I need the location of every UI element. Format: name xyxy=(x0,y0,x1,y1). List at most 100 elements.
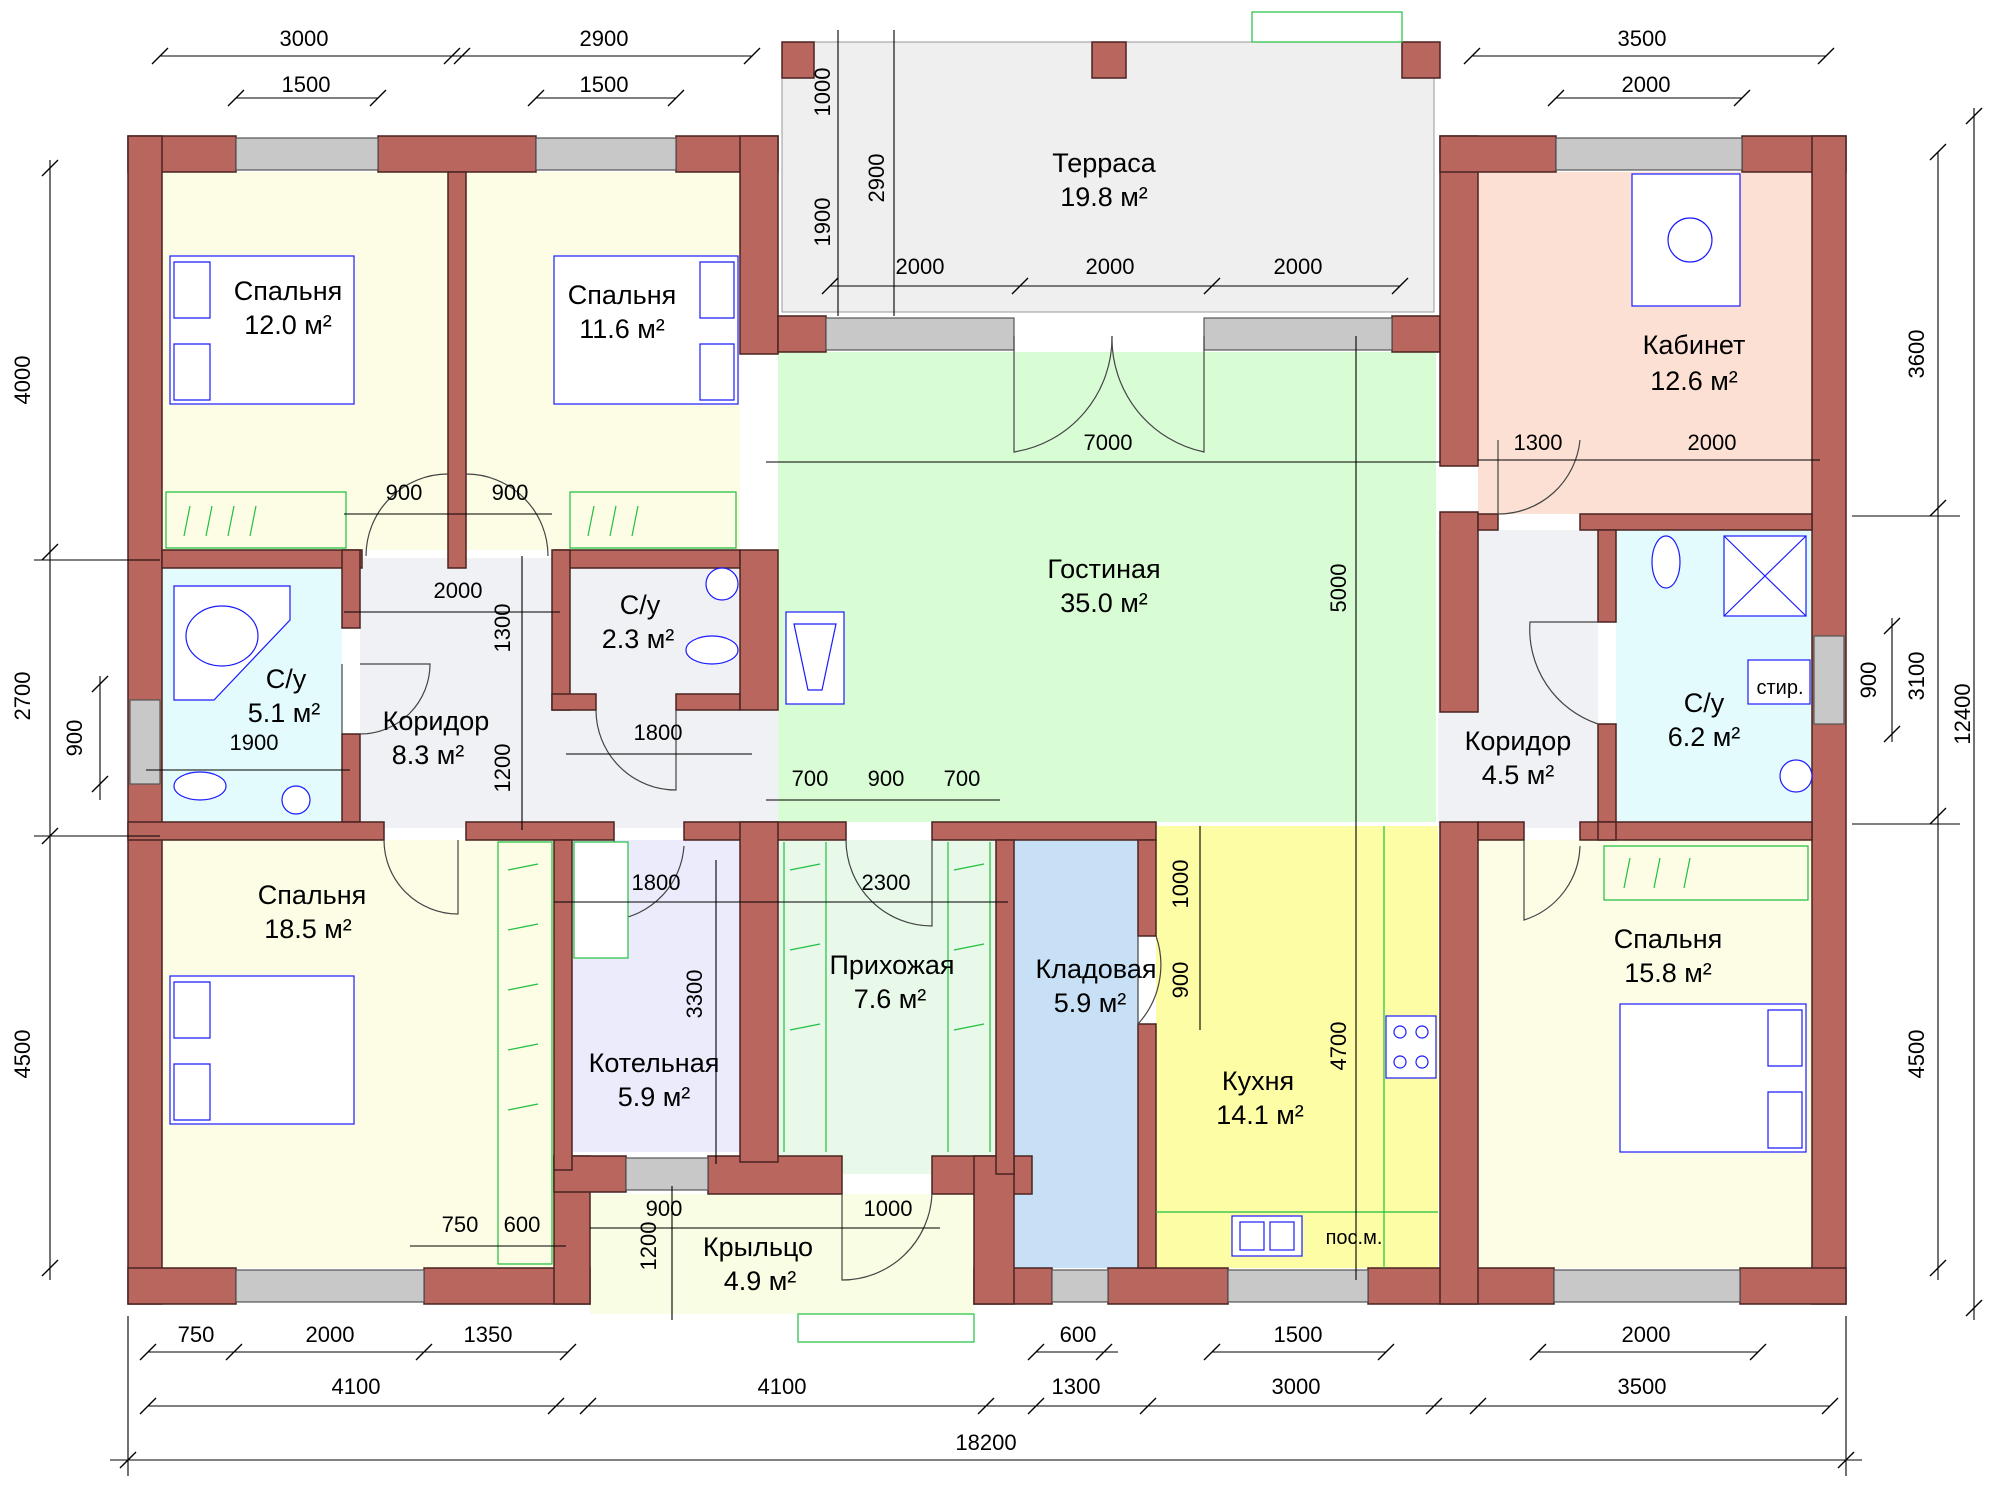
hall-fill xyxy=(778,840,996,1174)
dimension-label: 2000 xyxy=(306,1322,355,1347)
door-swing xyxy=(465,473,549,557)
room-name: Гостиная xyxy=(1047,554,1160,584)
window xyxy=(1051,1269,1109,1303)
room-area: 35.0 м² xyxy=(1060,588,1148,618)
dimension-label: 900 xyxy=(1168,962,1193,999)
wall xyxy=(1401,41,1441,79)
room-name: Спальня xyxy=(258,880,367,910)
wall xyxy=(995,839,1015,1175)
room-area: 5.9 м² xyxy=(618,1082,691,1112)
room-name: Спальня xyxy=(1614,924,1723,954)
dimension-label: 600 xyxy=(504,1212,541,1237)
room-name: Крыльцо xyxy=(703,1232,813,1262)
door-swing xyxy=(1523,840,1581,921)
wall xyxy=(1091,41,1127,79)
dimension-label: 1000 xyxy=(1168,860,1193,909)
room-labels: Терраса 19.8 м² Спальня 12.0 м² Спальня … xyxy=(234,148,1804,1296)
dimension-label: 5000 xyxy=(1326,564,1351,613)
dimension-ticks xyxy=(41,47,1983,1469)
terrace-steps xyxy=(1251,11,1403,43)
dimension-label: 1000 xyxy=(864,1196,913,1221)
dishwasher-label: пос.м. xyxy=(1326,1227,1383,1249)
window xyxy=(1555,137,1743,171)
wardrobe xyxy=(569,491,737,549)
door-swing xyxy=(595,709,677,791)
window xyxy=(625,1157,709,1191)
dimension-label: 2700 xyxy=(10,672,35,721)
washer-icon xyxy=(1747,659,1811,705)
room-area: 5.1 м² xyxy=(248,698,321,728)
wall xyxy=(1739,1267,1847,1305)
dimension-label: 2000 xyxy=(434,578,483,603)
wall xyxy=(781,41,815,79)
room-area: 19.8 м² xyxy=(1060,182,1148,212)
window xyxy=(235,137,379,171)
dimension-label: 4700 xyxy=(1326,1022,1351,1071)
door-swing xyxy=(1111,335,1205,453)
dimension-label: 2000 xyxy=(1622,1322,1671,1347)
dimension-label: 900 xyxy=(1856,662,1881,699)
room-area: 18.5 м² xyxy=(264,914,352,944)
dimension-label: 2900 xyxy=(864,154,889,203)
wardrobe xyxy=(165,491,347,549)
room-name: С/у xyxy=(1684,688,1725,718)
dimension-label: 3500 xyxy=(1618,26,1667,51)
dimension-label: 3500 xyxy=(1618,1374,1667,1399)
room-area: 14.1 м² xyxy=(1216,1100,1304,1130)
doors xyxy=(341,335,1599,1281)
wall xyxy=(1439,135,1479,467)
room-name: Спальня xyxy=(568,280,677,310)
sink-icon xyxy=(281,785,311,815)
wardrobe xyxy=(783,842,827,1152)
door-swing xyxy=(1137,935,1162,1026)
room-area: 8.3 м² xyxy=(392,740,465,770)
door-swing xyxy=(1497,439,1581,515)
room-area: 4.5 м² xyxy=(1482,760,1555,790)
dimension-label: 900 xyxy=(868,766,905,791)
furniture xyxy=(165,11,1813,1343)
room-area: 7.6 м² xyxy=(854,984,927,1014)
door-swing xyxy=(1529,621,1599,725)
room-area: 6.2 м² xyxy=(1668,722,1741,752)
wall xyxy=(739,135,779,355)
window xyxy=(1203,317,1393,351)
dimension-label: 600 xyxy=(1060,1322,1097,1347)
dimension-label: 900 xyxy=(62,720,87,757)
door-swing xyxy=(841,1193,933,1281)
wall xyxy=(377,135,537,173)
kitchen-sink-icon xyxy=(1231,1215,1303,1257)
bed-icon xyxy=(169,255,355,405)
door-swing xyxy=(365,473,449,557)
wall xyxy=(1579,513,1813,531)
wall xyxy=(1597,821,1617,841)
dimension-label: 2000 xyxy=(1086,254,1135,279)
room-name: С/у xyxy=(266,664,307,694)
shower-icon xyxy=(1723,535,1807,617)
dimension-label: 700 xyxy=(944,766,981,791)
stove-icon xyxy=(1385,1015,1437,1079)
dimension-label: 1500 xyxy=(1274,1322,1323,1347)
room-area: 12.6 м² xyxy=(1650,366,1738,396)
room-area: 12.0 м² xyxy=(244,310,332,340)
toilet-icon xyxy=(1651,535,1681,589)
room-name: Кухня xyxy=(1222,1066,1294,1096)
dimension-label: 3300 xyxy=(682,970,707,1019)
storage-fill xyxy=(1014,840,1138,1268)
living-fill xyxy=(778,352,1436,822)
window xyxy=(825,317,1015,351)
boiler-icon xyxy=(573,841,629,959)
door-swing xyxy=(383,839,459,915)
wall xyxy=(1137,839,1157,937)
dimension-label: 3100 xyxy=(1904,652,1929,701)
room-area: 4.9 м² xyxy=(724,1266,797,1296)
wall xyxy=(1391,315,1441,353)
walls xyxy=(127,41,1847,1305)
room-area: 2.3 м² xyxy=(602,624,675,654)
dimension-labels: 3000 2900 3500 1500 1500 2000 1000 2900 … xyxy=(10,26,1975,1455)
room-name: Прихожая xyxy=(829,950,954,980)
room-fills xyxy=(162,41,1812,1314)
dimension-label: 1900 xyxy=(230,730,279,755)
dimension-label: 2300 xyxy=(862,870,911,895)
dimension-label: 900 xyxy=(492,480,529,505)
